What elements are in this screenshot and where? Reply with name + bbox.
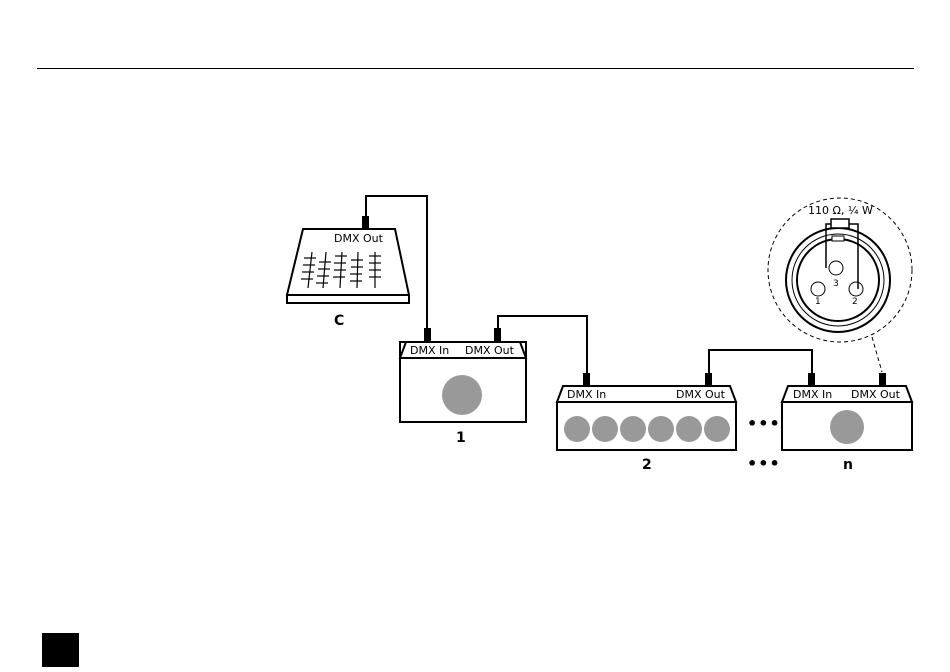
device1-lamp bbox=[442, 375, 482, 415]
device1-dmx-out-jack bbox=[494, 328, 501, 342]
device2-out-label: DMX Out bbox=[676, 388, 726, 401]
device1-out-label: DMX Out bbox=[465, 344, 515, 357]
controller-console: DMX Out C bbox=[287, 216, 409, 329]
page-marker-block bbox=[42, 633, 79, 667]
controller-port-label: DMX Out bbox=[334, 232, 384, 245]
devicen-dmx-in-jack bbox=[808, 373, 815, 387]
xlr-pin-1 bbox=[811, 282, 825, 296]
devicen-lamp bbox=[830, 410, 864, 444]
device-2: DMX In DMX Out 2 bbox=[557, 373, 736, 473]
device1-dmx-in-jack bbox=[424, 328, 431, 342]
resistor-label: 110 Ω, ¼ W bbox=[808, 204, 873, 217]
device1-caption: 1 bbox=[456, 430, 466, 446]
device2-dmx-in-jack bbox=[583, 373, 590, 387]
chain-ellipsis-upper: ••• bbox=[747, 414, 781, 433]
device-1: DMX In DMX Out 1 bbox=[400, 328, 526, 446]
chain-ellipsis-lower: ••• bbox=[747, 454, 781, 473]
xlr-pin-2 bbox=[849, 282, 863, 296]
devicen-dmx-out-jack bbox=[879, 373, 886, 387]
cable-2-to-n bbox=[709, 350, 812, 375]
resistor-icon bbox=[831, 219, 849, 228]
device1-in-label: DMX In bbox=[410, 344, 449, 357]
resistor-wire bbox=[826, 224, 831, 268]
xlr-pin-3-label: 3 bbox=[833, 279, 839, 289]
devicen-in-label: DMX In bbox=[793, 388, 832, 401]
devicen-out-label: DMX Out bbox=[851, 388, 901, 401]
controller-dmx-out-jack bbox=[362, 216, 369, 230]
xlr-pin-1-label: 1 bbox=[815, 297, 821, 307]
devicen-caption: n bbox=[843, 457, 853, 473]
device2-in-label: DMX In bbox=[567, 388, 606, 401]
xlr-pin-2-label: 2 bbox=[852, 297, 858, 307]
device2-caption: 2 bbox=[642, 457, 652, 473]
device-n: DMX In DMX Out n bbox=[782, 373, 912, 473]
terminator-callout: 1 2 3 110 Ω, ¼ W bbox=[768, 198, 912, 372]
controller-caption: C bbox=[334, 313, 344, 329]
callout-leader bbox=[872, 337, 882, 372]
xlr-pin-3 bbox=[829, 261, 843, 275]
device2-dmx-out-jack bbox=[705, 373, 712, 387]
